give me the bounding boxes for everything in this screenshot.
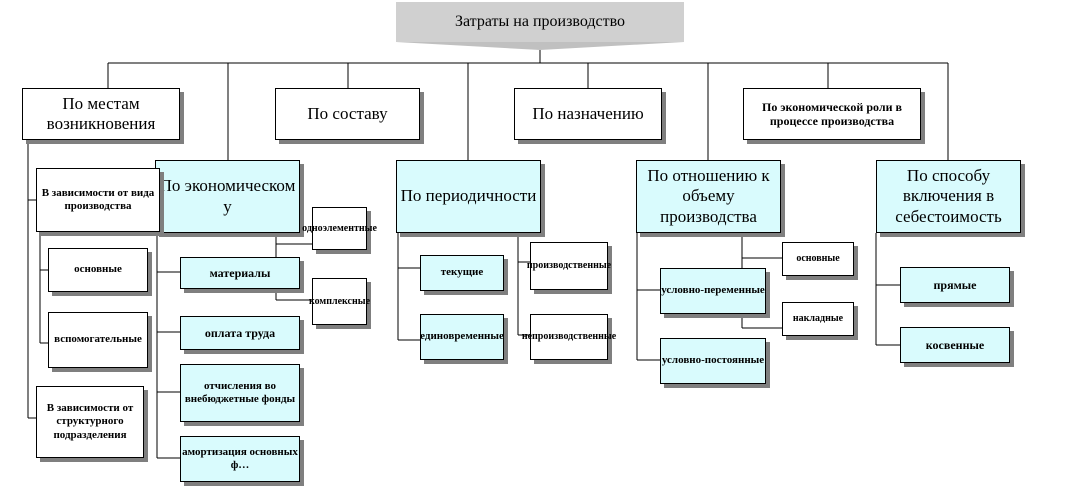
group-volume: По отношению к объему производства	[636, 160, 781, 233]
inclusion-item-indirect: косвенные	[900, 327, 1010, 363]
diagram-title-text: Затраты на производство	[454, 13, 626, 31]
volume-item-variable: условно-переменные	[660, 268, 766, 314]
economic-item-wages: оплата труда	[180, 316, 300, 350]
group-economic: По экономическом у	[155, 160, 300, 233]
economic-item-contributions: отчисления во внебюджетные фонды	[180, 364, 300, 422]
periodicity-item-onetime: единовременные	[420, 314, 504, 360]
role-item-main: основные	[782, 242, 854, 276]
place-item-by-unit: В зависимости от структурного подразделе…	[36, 386, 144, 458]
category-role: По экономической роли в процессе произво…	[743, 88, 921, 140]
volume-item-fixed: условно-постоянные	[660, 338, 766, 384]
place-item-by-type: В зависимости от вида производства	[36, 168, 160, 232]
periodicity-item-current: текущие	[420, 255, 504, 291]
purpose-item-production: производственные	[527, 242, 611, 290]
economic-item-depreciation: амортизация основных ф…	[180, 436, 300, 482]
inclusion-item-direct: прямые	[900, 267, 1010, 303]
role-item-overhead: накладные	[782, 302, 854, 336]
category-place: По местам возникновения	[22, 88, 180, 140]
place-item-auxiliary: вспомогательные	[48, 312, 148, 368]
composition-item-single: одноэлементные	[302, 207, 377, 250]
title-bevel	[396, 42, 684, 50]
economic-item-materials: материалы	[180, 257, 300, 289]
group-inclusion: По способу включения в себестоимость	[876, 160, 1021, 233]
diagram-title: Затраты на производство	[396, 2, 684, 42]
group-periodicity: По периодичности	[396, 160, 541, 233]
category-purpose: По назначению	[514, 88, 662, 140]
place-item-main: основные	[48, 248, 148, 292]
composition-item-complex: комплексные	[309, 278, 370, 325]
purpose-item-nonproduction: непроизводственные	[522, 314, 616, 360]
category-composition: По составу	[275, 88, 420, 140]
